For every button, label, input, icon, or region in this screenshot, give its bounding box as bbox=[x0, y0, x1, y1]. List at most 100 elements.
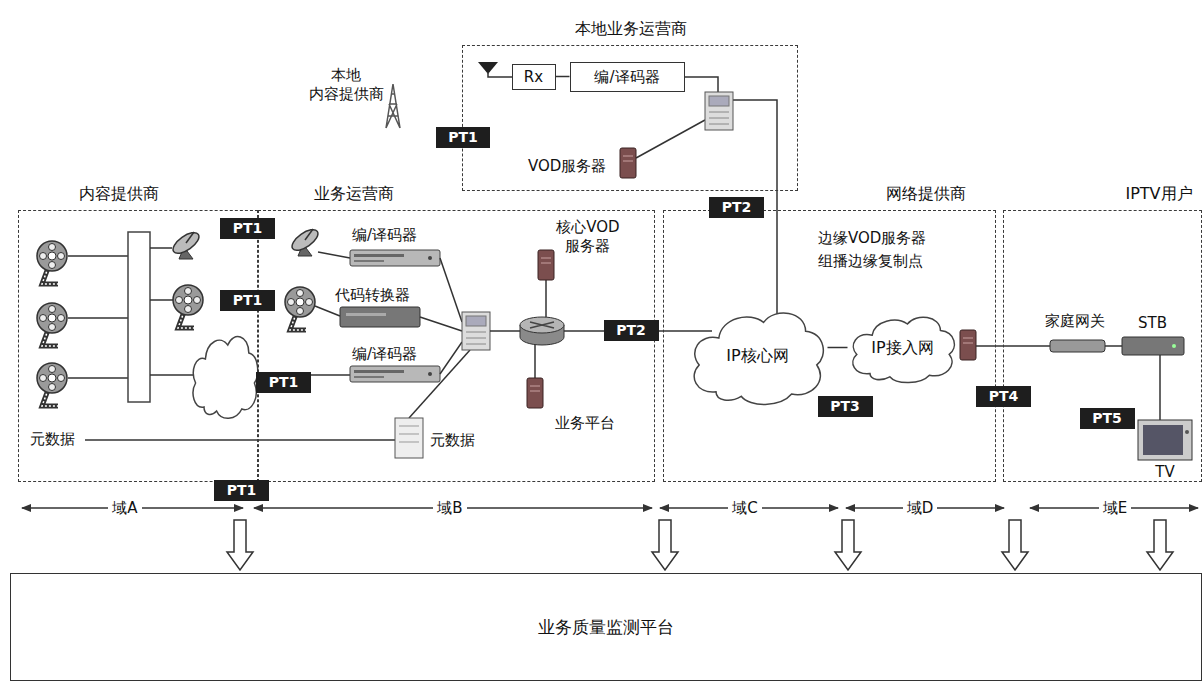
hollow-down-arrow bbox=[227, 520, 253, 570]
wire bbox=[85, 439, 395, 441]
domain-label: 域E bbox=[1099, 499, 1131, 518]
tv-icon bbox=[1138, 420, 1192, 460]
stb-icon bbox=[1122, 337, 1184, 355]
region-heading: 网络提供商 bbox=[886, 184, 966, 203]
region-box: 本地业务运营商Rx编/译码器 bbox=[462, 45, 798, 191]
encoder-device bbox=[350, 366, 440, 382]
wire bbox=[1105, 345, 1122, 347]
cloud-label: IP接入网 bbox=[871, 338, 933, 357]
tv-screen bbox=[1143, 425, 1183, 455]
device-label: 组播边缘复制点 bbox=[818, 252, 923, 271]
tag-label: PT1 bbox=[448, 129, 478, 146]
film-reel-icon bbox=[37, 303, 67, 346]
platform-box: 业务质量监测平台 bbox=[10, 573, 1202, 681]
link-line bbox=[556, 76, 570, 78]
film-reel-icon bbox=[37, 241, 67, 284]
wire bbox=[68, 255, 128, 257]
server-icon bbox=[538, 250, 554, 280]
satellite-dish-icon bbox=[170, 229, 203, 259]
cloud-outline bbox=[852, 317, 953, 382]
router-detail bbox=[530, 322, 554, 328]
test-point-tag: PT1 bbox=[436, 127, 490, 148]
wire bbox=[440, 342, 462, 374]
transcoder-device bbox=[340, 307, 420, 327]
film-reel-icon bbox=[37, 363, 67, 406]
device-label: 编/译码器 bbox=[352, 345, 417, 364]
device-label: 家庭网关 bbox=[1045, 312, 1105, 331]
bus-bar bbox=[128, 232, 150, 402]
wire bbox=[545, 280, 547, 323]
cloud-shape bbox=[193, 337, 258, 419]
film-reel-icon bbox=[173, 285, 203, 328]
wire bbox=[409, 350, 470, 418]
film-reel-icon bbox=[285, 287, 315, 330]
wire bbox=[68, 377, 128, 379]
wire bbox=[685, 77, 718, 92]
domain-label: 域D bbox=[903, 499, 938, 518]
device-label: 核心VOD 服务器 bbox=[556, 218, 619, 256]
wire bbox=[976, 345, 1050, 347]
region-box: IPTV用户PT5 bbox=[1003, 210, 1202, 482]
wire bbox=[488, 72, 512, 77]
tag-label: PT2 bbox=[722, 199, 752, 216]
region-box: 网络提供商IP核心网IP接入网PT3 bbox=[663, 210, 996, 482]
server-icon bbox=[527, 378, 543, 408]
metadata-server-detail bbox=[399, 442, 419, 443]
switch-icon bbox=[462, 312, 490, 350]
platform-label: 业务质量监测平台 bbox=[538, 617, 674, 637]
test-point-tag: PT1 bbox=[220, 290, 275, 311]
metadata-server-detail bbox=[399, 434, 419, 435]
metadata-server-detail bbox=[399, 426, 419, 427]
device-label: 元数据 bbox=[430, 431, 475, 450]
wire bbox=[318, 252, 350, 258]
device-label: TV bbox=[1155, 463, 1174, 482]
wire bbox=[440, 258, 462, 322]
process-box: Rx bbox=[512, 64, 556, 90]
box-label: Rx bbox=[524, 68, 543, 86]
encoder-device bbox=[350, 250, 440, 266]
domain-label: 域A bbox=[108, 499, 141, 518]
device-label: 业务平台 bbox=[555, 414, 615, 433]
home-gateway-icon bbox=[1050, 340, 1105, 352]
tag-label: PT4 bbox=[989, 388, 1019, 405]
tag-label: PT1 bbox=[233, 220, 263, 237]
cloud-outline bbox=[694, 312, 823, 403]
region-heading: 内容提供商 bbox=[79, 184, 159, 203]
router-icon bbox=[520, 317, 564, 333]
wire bbox=[1159, 355, 1161, 420]
hollow-down-arrow bbox=[1002, 520, 1028, 570]
box-label: 编/译码器 bbox=[594, 68, 659, 86]
device-label: STB bbox=[1138, 314, 1167, 333]
domain-label: 域B bbox=[433, 499, 466, 518]
process-box: 编/译码器 bbox=[570, 62, 685, 92]
metadata-server-icon bbox=[395, 418, 423, 458]
satellite-dish-icon bbox=[289, 226, 322, 256]
network-cloud: IP接入网 bbox=[848, 308, 958, 388]
tag-label: PT1 bbox=[269, 374, 299, 391]
tv-knob bbox=[1185, 430, 1189, 434]
device-label: 编/译码器 bbox=[352, 226, 417, 245]
device-label: 本地 内容提供商 bbox=[309, 66, 384, 104]
device-label: VOD服务器 bbox=[528, 157, 606, 176]
device-label: 代码转换器 bbox=[335, 286, 410, 305]
wire bbox=[490, 330, 520, 332]
test-point-tag: PT4 bbox=[976, 386, 1031, 407]
hollow-down-arrow bbox=[835, 520, 861, 570]
tower-icon bbox=[386, 84, 400, 128]
test-point-tag: PT3 bbox=[818, 396, 873, 417]
transcoder-detail bbox=[346, 313, 386, 316]
tag-label: PT5 bbox=[1092, 410, 1122, 427]
wire bbox=[636, 120, 705, 158]
wire bbox=[315, 306, 340, 316]
network-cloud: IP核心网 bbox=[688, 300, 828, 412]
wire bbox=[150, 299, 173, 301]
device-label: 边缘VOD服务器 bbox=[818, 229, 926, 248]
cloud-label: IP核心网 bbox=[726, 346, 788, 365]
switch-icon bbox=[705, 92, 733, 130]
domain-label: 域C bbox=[728, 499, 761, 518]
hollow-down-arrow bbox=[1147, 520, 1173, 570]
server-icon bbox=[620, 148, 636, 178]
test-point-tag: PT1 bbox=[256, 372, 311, 393]
region-heading: 业务运营商 bbox=[314, 184, 394, 203]
region-heading: 本地业务运营商 bbox=[575, 19, 687, 38]
